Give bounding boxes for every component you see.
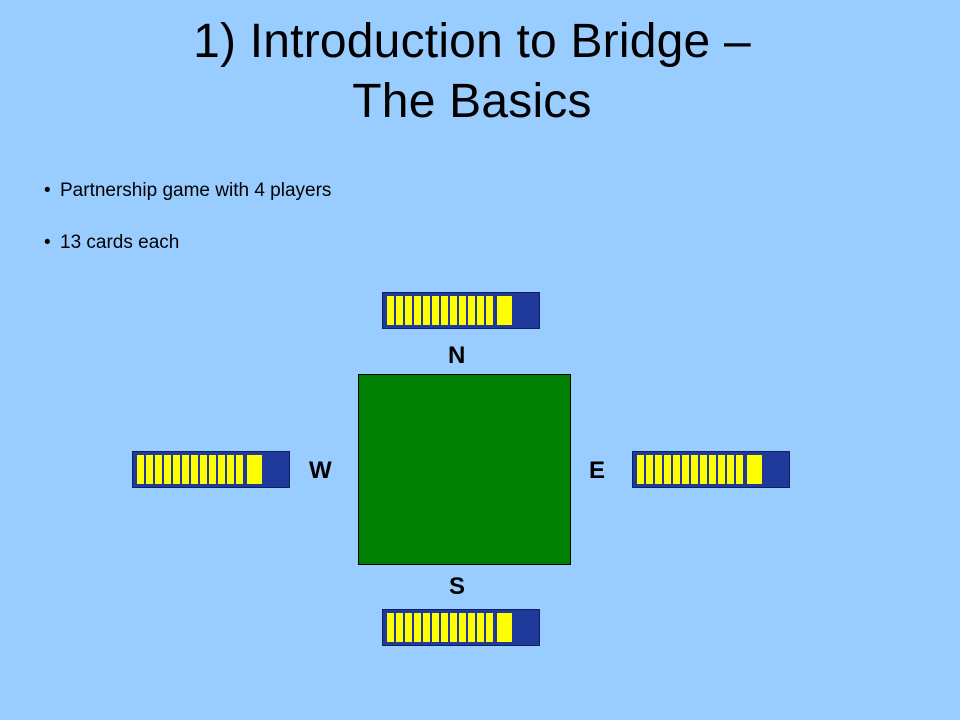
card-back [747, 455, 762, 484]
hand-east [632, 451, 790, 488]
card-back [146, 455, 153, 484]
bullet-text-partnership: Partnership game with 4 players [60, 180, 332, 201]
card-back [173, 455, 180, 484]
card-back [727, 455, 734, 484]
card-back [182, 455, 189, 484]
bridge-table [358, 374, 571, 565]
card-back [718, 455, 725, 484]
slide-title-line-1: 1) Introduction to Bridge – [193, 15, 751, 68]
hand-north [382, 292, 540, 329]
bullet-dot: • [44, 180, 51, 201]
card-back [637, 455, 644, 484]
card-back [423, 613, 430, 642]
hand-south [382, 609, 540, 646]
card-back [486, 296, 493, 325]
hand-west [132, 451, 290, 488]
card-back [396, 613, 403, 642]
card-back [497, 613, 512, 642]
card-back [432, 296, 439, 325]
card-back [468, 296, 475, 325]
card-back [477, 613, 484, 642]
card-back [709, 455, 716, 484]
seat-west-label: W [309, 457, 332, 484]
card-back [655, 455, 662, 484]
card-back [387, 296, 394, 325]
card-back [432, 613, 439, 642]
bullet-item: • Partnership game with 4 players [44, 178, 331, 204]
card-back [486, 613, 493, 642]
card-back [459, 613, 466, 642]
card-back [200, 455, 207, 484]
card-back [691, 455, 698, 484]
seat-north-label: N [448, 342, 466, 369]
card-back [682, 455, 689, 484]
slide-title: 1) Introduction to Bridge – The Basics [0, 12, 944, 132]
card-back [450, 296, 457, 325]
card-back [468, 613, 475, 642]
card-back [247, 455, 262, 484]
card-back [736, 455, 743, 484]
card-back [664, 455, 671, 484]
bullet-text-cards: 13 cards each [60, 232, 180, 253]
card-back [423, 296, 430, 325]
card-back [137, 455, 144, 484]
card-back [673, 455, 680, 484]
card-back [396, 296, 403, 325]
card-back [209, 455, 216, 484]
card-back [700, 455, 707, 484]
card-back [414, 296, 421, 325]
bullet-list: • Partnership game with 4 players • 13 car… [44, 178, 331, 282]
card-back [387, 613, 394, 642]
card-back [191, 455, 198, 484]
bullet-dot: • [44, 232, 51, 253]
card-back [227, 455, 234, 484]
seat-east-label: E [589, 457, 606, 484]
card-back [459, 296, 466, 325]
seat-south-label: S [449, 573, 466, 600]
card-back [441, 296, 448, 325]
card-back [441, 613, 448, 642]
card-back [218, 455, 225, 484]
card-back [405, 613, 412, 642]
bullet-item: • 13 cards each [44, 230, 331, 256]
card-back [236, 455, 243, 484]
slide-title-line-2: The Basics [352, 75, 592, 128]
card-back [497, 296, 512, 325]
card-back [414, 613, 421, 642]
card-back [164, 455, 171, 484]
card-back [477, 296, 484, 325]
card-back [155, 455, 162, 484]
card-back [646, 455, 653, 484]
card-back [405, 296, 412, 325]
card-back [450, 613, 457, 642]
